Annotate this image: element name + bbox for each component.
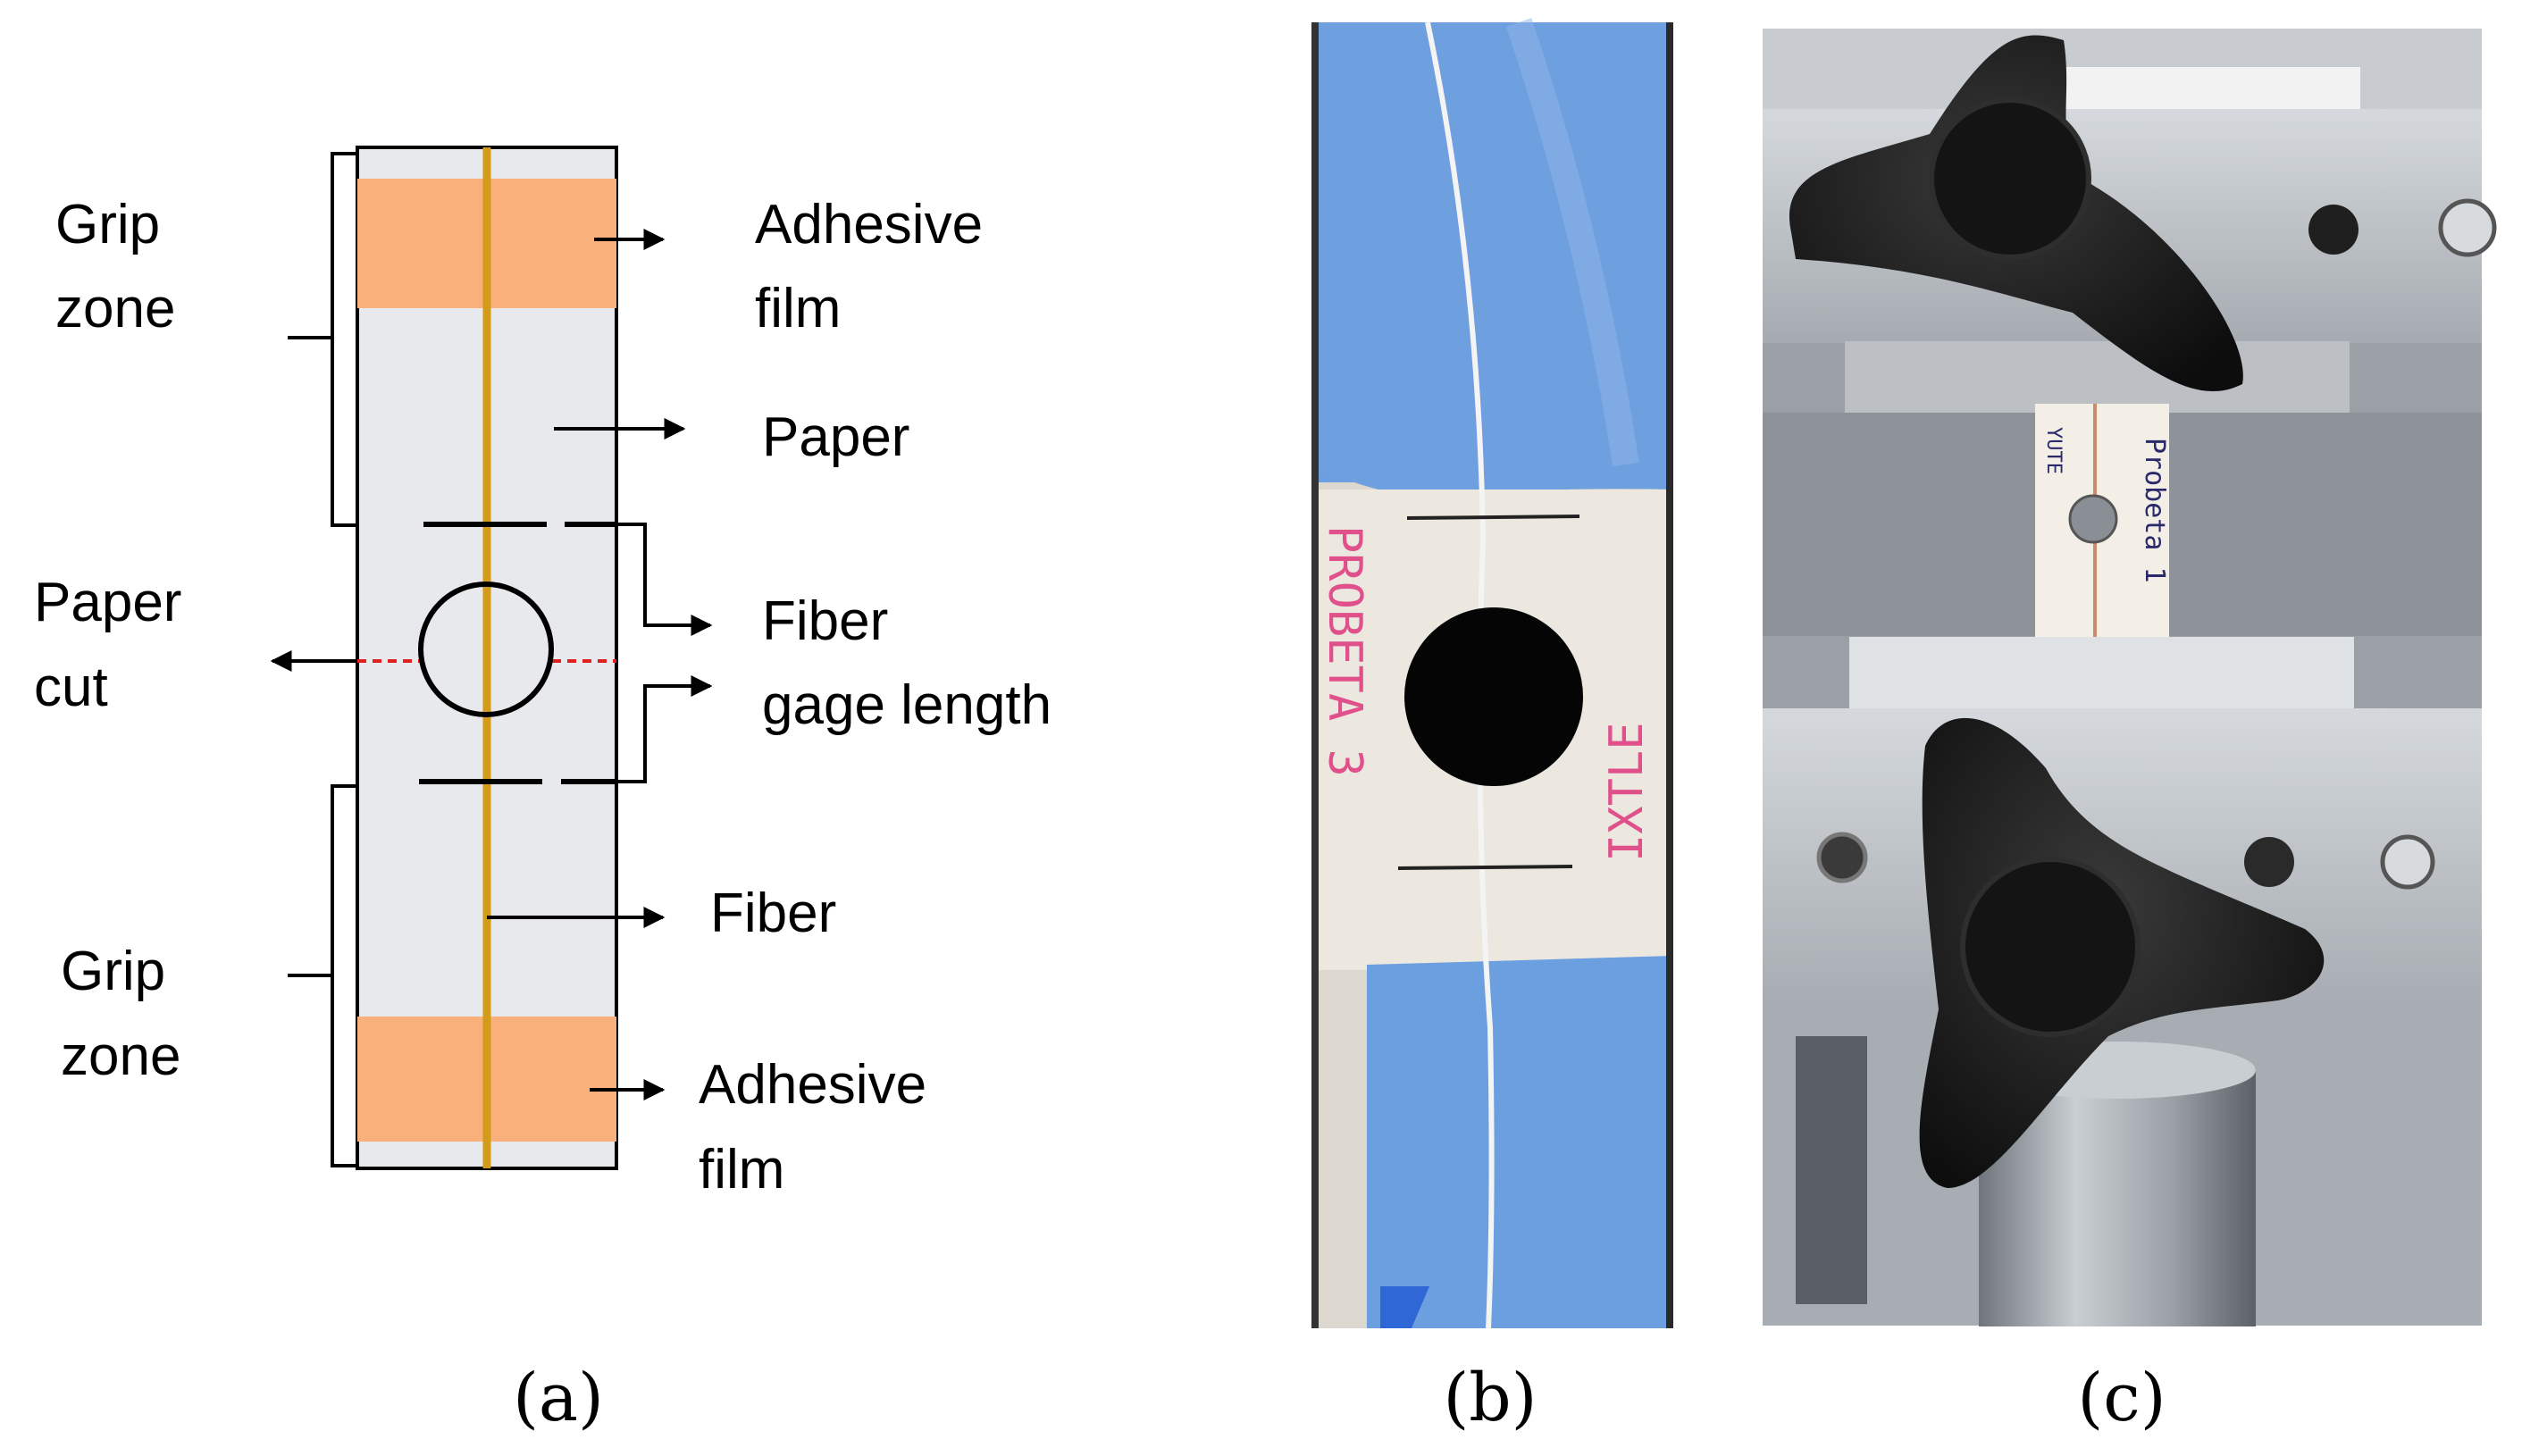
tape-top-edge xyxy=(1311,22,1673,498)
photo-b-gage-mark-top xyxy=(1406,515,1580,520)
knob-bottom xyxy=(1919,717,2325,1188)
tape-top-sheen xyxy=(1505,18,1639,467)
grip-zone-bracket-top xyxy=(331,152,357,527)
photo-b-gage-mark-bottom xyxy=(1397,865,1573,870)
center-hole xyxy=(418,582,554,717)
label-adhesive-film-bottom-line2: film xyxy=(699,1139,784,1201)
bottom-plate-bolt-left xyxy=(1816,832,1868,883)
label-grip-zone-top-line1: Grip xyxy=(55,194,160,255)
grip-zone-bracket-bottom xyxy=(331,784,357,1167)
bottom-plate-bolt-right xyxy=(2380,834,2435,890)
handwriting-ixtle: IXTLE xyxy=(1600,722,1654,862)
caption-c: (c) xyxy=(2077,1360,2166,1436)
handwriting-probeta-1: Probeta 1 xyxy=(2139,438,2170,583)
gage-leader-top xyxy=(587,523,713,636)
label-fiber-gage-length-line1: Fiber xyxy=(762,590,888,652)
top-jaw xyxy=(1845,341,2350,413)
label-adhesive-film-bottom-line1: Adhesive xyxy=(699,1054,926,1116)
frame-right-edge xyxy=(1666,22,1673,1328)
lower-slot xyxy=(1796,1036,1867,1304)
bottom-jaw xyxy=(1849,637,2354,708)
gage-leader-bottom xyxy=(587,675,713,783)
label-grip-zone-bottom-line2: zone xyxy=(61,1025,180,1087)
panel-a-schematic: Grip zone Adhesive film Paper Paper cut … xyxy=(34,146,1051,1201)
tape-bottom xyxy=(1367,956,1673,1328)
label-adhesive-film-top-line2: film xyxy=(755,278,841,339)
handwriting-yute: YUTE xyxy=(2042,427,2065,474)
panel-b-specimen-photo: PROBETA 3 IXTLE xyxy=(1311,18,1673,1329)
caption-b: (b) xyxy=(1443,1360,1537,1436)
label-adhesive-film-top-line1: Adhesive xyxy=(755,194,983,255)
frame-left-edge xyxy=(1311,22,1319,1328)
tape-bottom-corner xyxy=(1380,1286,1429,1328)
knob-top xyxy=(1789,35,2243,392)
label-grip-zone-top-line2: zone xyxy=(55,278,175,339)
photo-c-hole xyxy=(2068,494,2118,544)
label-paper: Paper xyxy=(762,406,909,468)
top-frame-white-block xyxy=(2021,67,2360,116)
handwriting-probeta-3: PROBETA 3 xyxy=(1318,525,1371,777)
bottom-plate-bolt-hole xyxy=(2244,837,2294,887)
label-paper-cut-line1: Paper xyxy=(34,572,181,633)
top-plate-bolt-right xyxy=(2438,198,2497,257)
caption-a: (a) xyxy=(513,1360,604,1436)
label-grip-zone-bottom-line1: Grip xyxy=(61,941,165,1002)
label-fiber-gage-length-line2: gage length xyxy=(762,674,1051,736)
label-paper-cut-line2: cut xyxy=(34,657,108,718)
photo-b-hole xyxy=(1404,607,1583,786)
top-plate-bolt-hole xyxy=(2308,205,2358,255)
panel-c-fixture-photo: Probeta 1 YUTE xyxy=(1763,29,2497,1326)
label-fiber: Fiber xyxy=(710,883,836,944)
